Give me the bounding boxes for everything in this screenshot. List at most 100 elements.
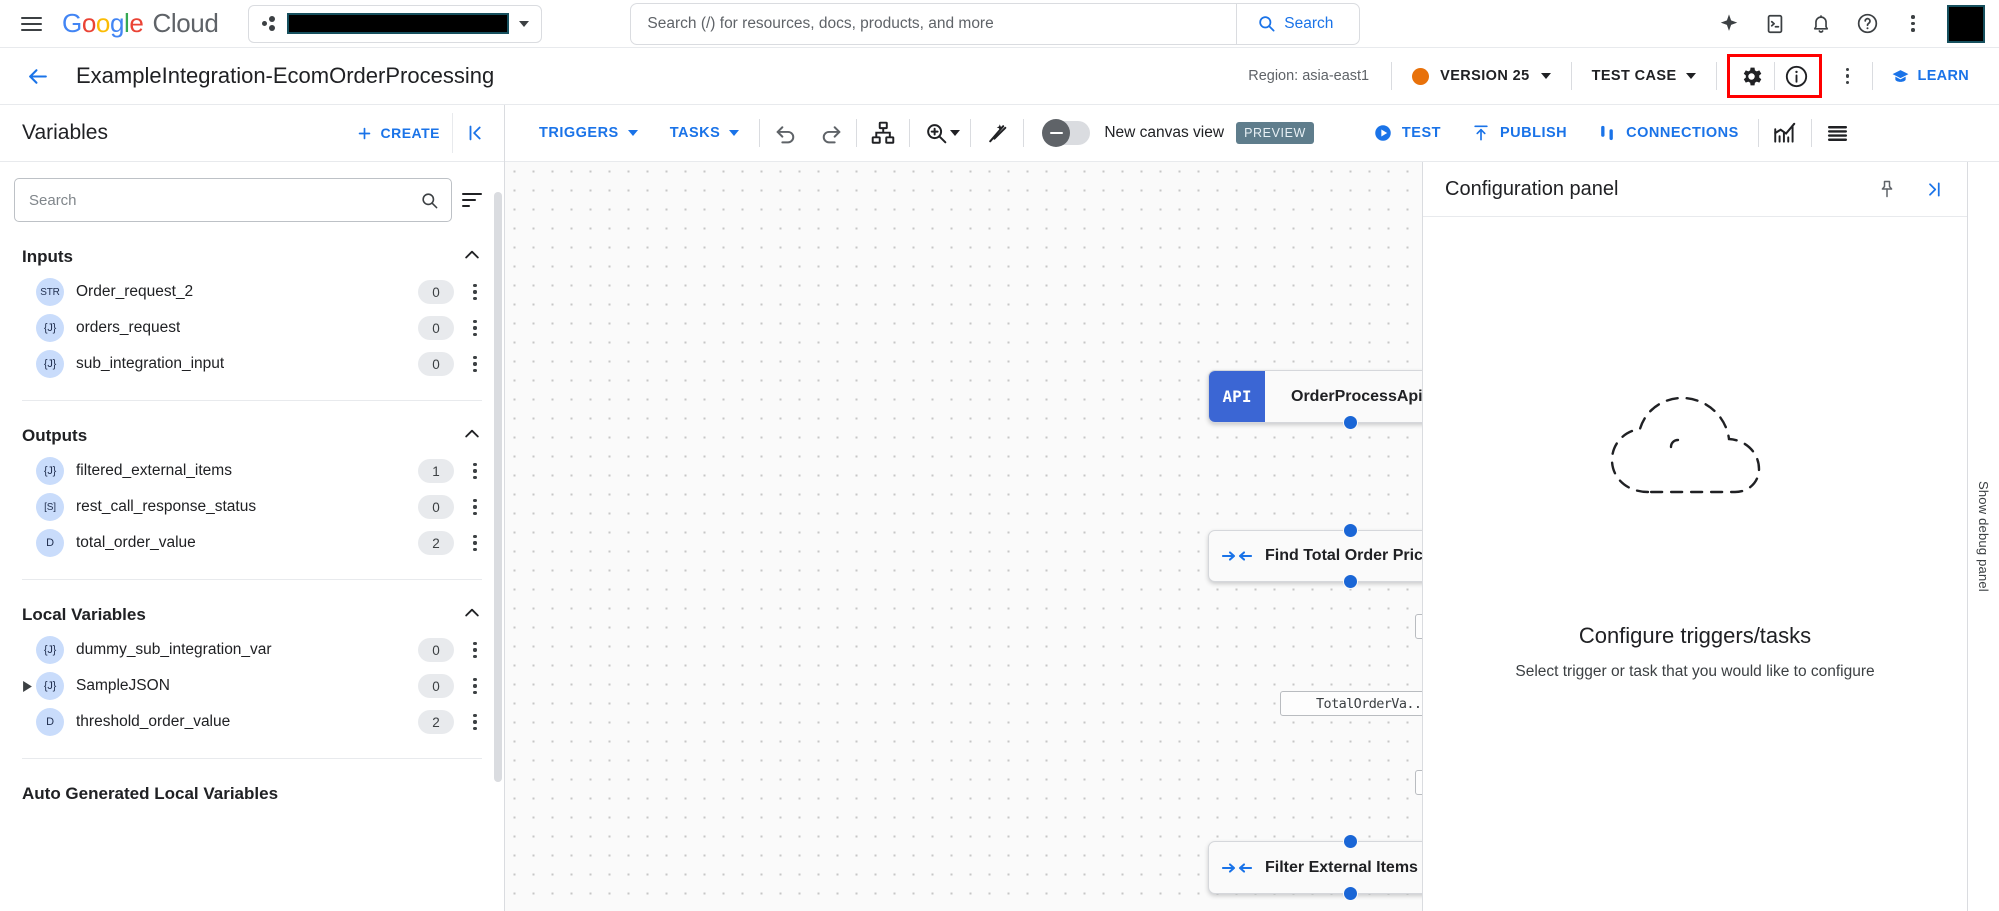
sort-icon[interactable] (462, 187, 488, 213)
google-cloud-logo[interactable]: Google Cloud (62, 8, 219, 38)
chevron-up-icon (462, 603, 482, 628)
test-case-selector[interactable]: TEST CASE (1576, 68, 1712, 84)
node-output-port[interactable] (1343, 886, 1358, 901)
triggers-dropdown[interactable]: TRIGGERS (523, 125, 654, 141)
pin-icon[interactable] (1867, 169, 1907, 209)
row-more-vert-icon[interactable] (460, 641, 490, 659)
variable-name: Order_request_2 (76, 283, 194, 300)
gemini-sparkle-icon[interactable] (1709, 4, 1749, 44)
list-item[interactable]: {J} dummy_sub_integration_var 0 (0, 632, 504, 668)
edge-label[interactable]: Proceed if a... (1415, 770, 1422, 795)
zoom-icon[interactable] (914, 112, 958, 154)
project-dots-icon (261, 15, 277, 33)
test-button[interactable]: TEST (1358, 123, 1456, 143)
chevron-down-icon (1685, 73, 1696, 79)
variables-search-box[interactable] (14, 178, 452, 222)
edge-label[interactable]: TotalOrderVa... (1280, 691, 1422, 716)
divider (856, 119, 858, 147)
row-more-vert-icon[interactable] (460, 677, 490, 695)
search-button[interactable]: Search (1236, 3, 1359, 44)
learn-button[interactable]: LEARN (1877, 67, 1983, 86)
search-input[interactable] (631, 3, 1237, 44)
divider (22, 758, 482, 759)
row-more-vert-icon[interactable] (460, 355, 490, 373)
row-more-vert-icon[interactable] (460, 534, 490, 552)
node-input-port[interactable] (1343, 523, 1358, 538)
show-debug-panel-label[interactable]: Show debug panel (1976, 481, 1991, 592)
connections-button[interactable]: CONNECTIONS (1582, 123, 1754, 143)
auto-layout-icon[interactable] (861, 112, 905, 154)
list-item[interactable]: {J} orders_request 0 (0, 310, 504, 346)
node-order-process-api-trigger[interactable]: API OrderProcessApiTrigger (1208, 370, 1422, 430)
create-label: CREATE (380, 125, 440, 141)
gear-icon[interactable] (1730, 56, 1774, 96)
row-more-vert-icon[interactable] (460, 319, 490, 337)
analytics-chart-icon[interactable] (1763, 112, 1807, 154)
list-item[interactable]: STR Order_request_2 0 (0, 274, 504, 310)
magic-wand-icon[interactable] (975, 112, 1019, 154)
create-variable-button[interactable]: CREATE (344, 125, 452, 142)
notifications-bell-icon[interactable] (1801, 4, 1841, 44)
list-item[interactable]: D total_order_value 2 (0, 525, 504, 561)
configuration-panel-empty-state: Configure triggers/tasks Select trigger … (1423, 217, 1967, 911)
divider (1570, 62, 1572, 90)
group-header[interactable]: Inputs (0, 240, 504, 274)
node-find-total-order-price[interactable]: Find Total Order Price ID:1 (1208, 523, 1422, 589)
group-header[interactable]: Outputs (0, 419, 504, 453)
list-item[interactable]: D threshold_order_value 2 (0, 704, 504, 740)
global-search[interactable]: Search (630, 2, 1361, 45)
list-item[interactable]: {J} filtered_external_items 1 (0, 453, 504, 489)
variables-sidebar: Variables CREATE (0, 105, 505, 911)
node-input-port[interactable] (1343, 834, 1358, 849)
back-arrow-icon[interactable] (20, 59, 54, 93)
toggle-knob (1042, 119, 1071, 147)
node-output-port[interactable] (1343, 415, 1358, 430)
sidebar-scrollbar[interactable] (494, 192, 502, 782)
row-more-vert-icon[interactable] (460, 713, 490, 731)
cloud-shell-icon[interactable] (1755, 4, 1795, 44)
expand-panel-icon[interactable] (1913, 169, 1953, 209)
cloud-wordmark: Cloud (152, 8, 219, 38)
connections-label: CONNECTIONS (1626, 125, 1739, 141)
project-selector[interactable] (248, 4, 543, 43)
node-filter-external-items[interactable]: Filter External Items ID:3 (1208, 834, 1422, 901)
expand-twisty-icon[interactable] (18, 680, 36, 692)
edge-label[interactable]: TotalOrderVa... (1415, 614, 1422, 639)
group-header[interactable]: Local Variables (0, 598, 504, 632)
help-circle-icon[interactable] (1847, 4, 1887, 44)
page-more-vert-icon[interactable] (1828, 56, 1868, 96)
divider (1810, 119, 1812, 147)
row-more-vert-icon[interactable] (460, 462, 490, 480)
tasks-dropdown[interactable]: TASKS (654, 125, 756, 141)
node-output-port[interactable] (1343, 574, 1358, 589)
list-item[interactable]: {J} SampleJSON 0 (0, 668, 504, 704)
topbar-more-vert-icon[interactable] (1893, 4, 1933, 44)
info-icon[interactable] (1775, 56, 1819, 96)
collapse-panel-icon[interactable] (452, 113, 498, 153)
chevron-down-icon[interactable] (950, 130, 961, 136)
avatar[interactable] (1947, 4, 1985, 43)
group-header[interactable]: Auto Generated Local Variables (0, 777, 504, 811)
list-item[interactable]: {J} sub_integration_input 0 (0, 346, 504, 382)
triggers-label: TRIGGERS (539, 125, 619, 141)
list-item[interactable]: [S] rest_call_response_status 0 (0, 489, 504, 525)
debug-panel-rail[interactable]: Show debug panel (1967, 162, 1999, 911)
variables-search-input[interactable] (29, 191, 420, 209)
row-more-vert-icon[interactable] (460, 283, 490, 301)
redo-icon[interactable] (808, 112, 852, 154)
hamburger-icon[interactable] (14, 7, 48, 41)
configuration-panel-header: Configuration panel (1423, 162, 1967, 217)
row-more-vert-icon[interactable] (460, 498, 490, 516)
chevron-down-icon (729, 130, 740, 136)
logs-list-icon[interactable] (1816, 112, 1860, 154)
variable-count: 1 (418, 459, 454, 483)
undo-icon[interactable] (764, 112, 808, 154)
variable-type-badge: {J} (36, 350, 64, 378)
chevron-up-icon (462, 424, 482, 449)
version-selector[interactable]: VERSION 25 (1396, 67, 1566, 85)
publish-button[interactable]: PUBLISH (1456, 123, 1582, 143)
integration-canvas[interactable]: API OrderProcessApiTrigger (505, 162, 1422, 911)
new-canvas-view-toggle[interactable] (1042, 119, 1091, 147)
project-name-redacted (287, 13, 510, 34)
